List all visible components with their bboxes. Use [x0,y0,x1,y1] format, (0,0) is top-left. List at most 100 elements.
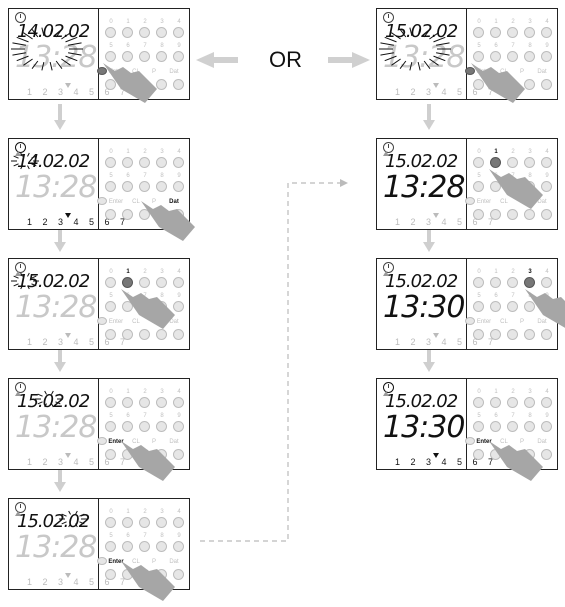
key-6[interactable] [122,541,133,552]
key-bottom[interactable] [173,569,184,580]
key-1[interactable] [122,157,133,168]
key-9[interactable] [541,51,552,62]
clock-key[interactable] [97,197,107,205]
key-bottom[interactable] [541,209,552,220]
key-bottom[interactable] [473,329,484,340]
key-3[interactable] [524,397,535,408]
key-bottom[interactable] [507,329,518,340]
key-9[interactable] [541,421,552,432]
key-9[interactable] [173,541,184,552]
key-bottom[interactable] [473,79,484,90]
key-3[interactable] [524,157,535,168]
key-8[interactable] [524,51,535,62]
clock-key[interactable] [465,197,475,205]
key-7[interactable] [507,51,518,62]
key-5[interactable] [473,181,484,192]
key-bottom[interactable] [139,209,150,220]
key-bottom[interactable] [105,569,116,580]
key-2[interactable] [507,157,518,168]
key-6[interactable] [122,301,133,312]
key-9[interactable] [173,181,184,192]
key-7[interactable] [507,421,518,432]
key-bottom[interactable] [541,449,552,460]
key-4[interactable] [541,157,552,168]
key-9[interactable] [173,421,184,432]
clock-key[interactable] [465,317,475,325]
key-8[interactable] [524,421,535,432]
key-bottom[interactable] [105,209,116,220]
key-8[interactable] [156,51,167,62]
key-2[interactable] [507,277,518,288]
key-1[interactable] [490,27,501,38]
clock-key[interactable] [97,557,107,565]
clock-key[interactable] [97,317,107,325]
clock-key[interactable] [465,437,475,445]
key-8[interactable] [524,301,535,312]
key-6[interactable] [122,421,133,432]
key-bottom[interactable] [541,79,552,90]
key-9[interactable] [541,181,552,192]
key-6[interactable] [490,51,501,62]
key-6[interactable] [122,181,133,192]
key-bottom[interactable] [524,79,535,90]
key-bottom[interactable] [524,209,535,220]
key-6[interactable] [490,421,501,432]
key-3[interactable] [524,27,535,38]
key-1[interactable] [490,277,501,288]
key-5[interactable] [105,301,116,312]
key-2[interactable] [139,157,150,168]
key-1[interactable] [122,27,133,38]
key-5[interactable] [105,541,116,552]
key-4[interactable] [541,277,552,288]
key-5[interactable] [473,51,484,62]
key-0[interactable] [105,157,116,168]
key-3[interactable] [156,27,167,38]
key-bottom[interactable] [156,79,167,90]
key-1[interactable] [122,397,133,408]
key-0[interactable] [473,27,484,38]
key-8[interactable] [156,181,167,192]
key-1[interactable] [122,517,133,528]
clock-key[interactable] [97,437,107,445]
key-4[interactable] [173,517,184,528]
key-7[interactable] [139,541,150,552]
key-2[interactable] [139,277,150,288]
key-0[interactable] [473,397,484,408]
key-4[interactable] [173,277,184,288]
key-bottom[interactable] [507,209,518,220]
key-bottom[interactable] [122,209,133,220]
key-bottom[interactable] [490,209,501,220]
key-2[interactable] [139,397,150,408]
key-3[interactable] [156,517,167,528]
key-4[interactable] [173,27,184,38]
key-bottom[interactable] [139,329,150,340]
key-0[interactable] [473,157,484,168]
key-1[interactable] [122,277,133,288]
clock-key[interactable] [465,67,475,75]
key-0[interactable] [105,27,116,38]
key-bottom[interactable] [173,449,184,460]
key-4[interactable] [541,27,552,38]
key-0[interactable] [473,277,484,288]
key-3[interactable] [156,157,167,168]
key-bottom[interactable] [156,329,167,340]
key-7[interactable] [507,301,518,312]
key-3[interactable] [156,397,167,408]
key-bottom[interactable] [173,79,184,90]
key-1[interactable] [490,397,501,408]
key-4[interactable] [173,157,184,168]
key-6[interactable] [122,51,133,62]
key-7[interactable] [139,51,150,62]
key-bottom[interactable] [541,329,552,340]
key-8[interactable] [156,421,167,432]
clock-key[interactable] [97,67,107,75]
key-bottom[interactable] [105,329,116,340]
key-2[interactable] [507,397,518,408]
key-5[interactable] [105,181,116,192]
key-0[interactable] [105,277,116,288]
key-bottom[interactable] [122,329,133,340]
key-bottom[interactable] [105,449,116,460]
key-6[interactable] [490,181,501,192]
key-bottom[interactable] [473,209,484,220]
key-7[interactable] [139,181,150,192]
